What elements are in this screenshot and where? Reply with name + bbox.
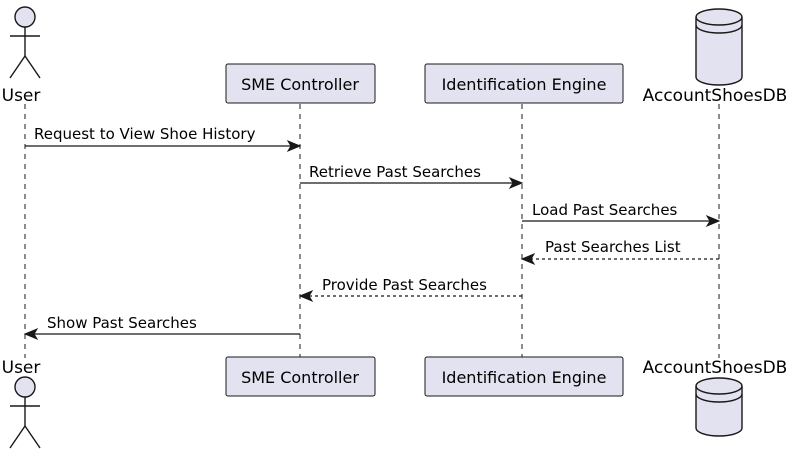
message-label: Load Past Searches bbox=[532, 201, 678, 219]
database-accountshoesdb-top: AccountShoesDB bbox=[643, 8, 788, 106]
actor-user-bottom: User bbox=[2, 358, 41, 449]
actor-icon bbox=[9, 6, 41, 79]
participant-sme-controller-top: SME Controller bbox=[225, 63, 376, 104]
message-label: Provide Past Searches bbox=[322, 276, 487, 294]
participant-identification-engine-top: Identification Engine bbox=[424, 63, 624, 104]
arrowhead-icon bbox=[298, 289, 314, 303]
arrowhead-icon bbox=[705, 214, 721, 228]
database-accountshoesdb-label: AccountShoesDB bbox=[643, 86, 788, 106]
database-icon bbox=[695, 8, 743, 86]
message-label: Show Past Searches bbox=[47, 314, 197, 332]
actor-user-top: User bbox=[2, 6, 41, 106]
message-1: Request to View Shoe History bbox=[25, 125, 302, 153]
arrowhead-icon bbox=[286, 139, 302, 153]
arrowhead-icon bbox=[23, 327, 39, 341]
database-accountshoesdb-bottom: AccountShoesDB bbox=[643, 358, 788, 437]
arrowhead-icon bbox=[508, 176, 524, 190]
participant-sme-controller-label: SME Controller bbox=[241, 75, 359, 94]
message-label: Retrieve Past Searches bbox=[309, 163, 481, 181]
arrowhead-icon bbox=[520, 252, 536, 266]
message-3: Load Past Searches bbox=[522, 201, 721, 228]
participant-identification-engine-bottom: Identification Engine bbox=[424, 356, 624, 397]
participant-identification-engine-label: Identification Engine bbox=[442, 75, 607, 94]
message-4: Past Searches List bbox=[520, 238, 719, 266]
actor-icon bbox=[9, 376, 41, 449]
database-icon bbox=[695, 377, 743, 437]
message-label: Request to View Shoe History bbox=[34, 125, 256, 143]
message-2: Retrieve Past Searches bbox=[300, 163, 524, 190]
participant-sme-controller-bottom: SME Controller bbox=[225, 356, 376, 397]
actor-user-label: User bbox=[2, 358, 41, 378]
message-5: Provide Past Searches bbox=[298, 276, 522, 303]
participant-sme-controller-label: SME Controller bbox=[241, 368, 359, 387]
database-accountshoesdb-label: AccountShoesDB bbox=[643, 358, 788, 378]
message-label: Past Searches List bbox=[545, 238, 681, 256]
participant-identification-engine-label: Identification Engine bbox=[442, 368, 607, 387]
message-6: Show Past Searches bbox=[23, 314, 300, 341]
actor-user-label: User bbox=[2, 86, 41, 106]
